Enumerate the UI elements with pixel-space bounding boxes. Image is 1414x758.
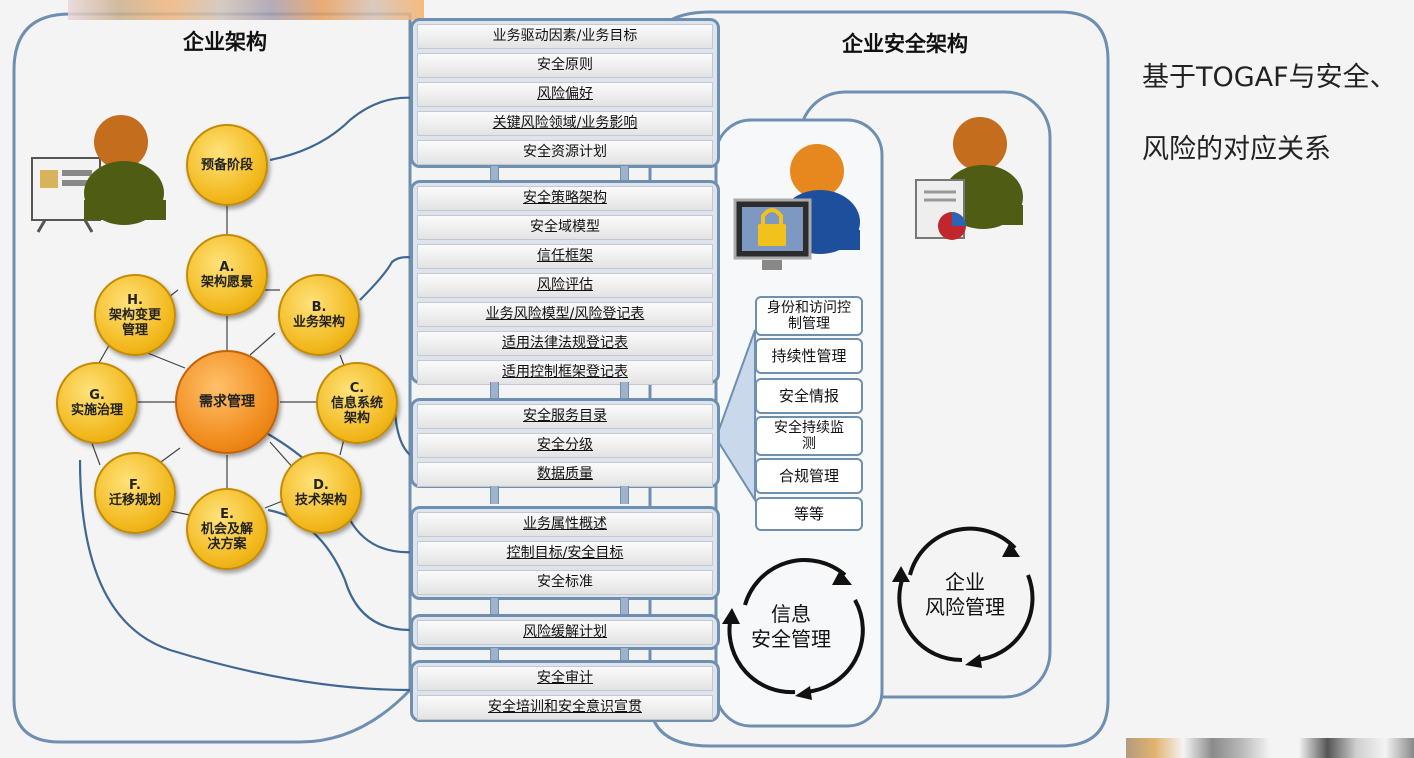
phase-c: C. 信息系统架构 <box>316 362 398 444</box>
group-item: 安全原则 <box>417 53 713 78</box>
infosec-management-label: 信息 安全管理 <box>740 602 842 652</box>
requirements-management-node: 需求管理 <box>175 350 279 454</box>
phase-label: 实施治理 <box>70 403 123 418</box>
group-connector <box>620 598 629 616</box>
group-item: 风险评估 <box>417 273 713 298</box>
phase-e: E. 机会及解决方案 <box>186 488 268 570</box>
capability-label: 安全情报 <box>778 387 839 405</box>
phase-letter: B. <box>311 300 327 315</box>
capability-box: 安全情报 <box>755 378 863 414</box>
capability-label: 安全持续监测 <box>774 420 844 452</box>
capability-box: 等等 <box>755 497 863 531</box>
phase-letter: D. <box>313 478 329 493</box>
redacted-strip-top <box>68 0 424 20</box>
phase-letter: H. <box>127 292 143 308</box>
security-user-lock-icon <box>733 144 860 270</box>
slide-title-line: 基于TOGAF与安全、 <box>1142 62 1397 93</box>
group-connector <box>620 382 629 400</box>
group-item: 风险缓解计划 <box>417 620 713 645</box>
capability-wedge <box>714 329 756 504</box>
phase-d: D. 技术架构 <box>280 452 362 534</box>
phase-a: A. 架构愿景 <box>186 234 268 316</box>
group-item: 业务属性概述 <box>417 512 713 537</box>
enterprise-risk-cycle-arrows-icon <box>897 526 1035 663</box>
enterprise-security-architecture-frame <box>648 10 1110 748</box>
group-item: 数据质量 <box>417 462 713 487</box>
phase-label: 机会及解决方案 <box>200 521 253 552</box>
phase-preliminary: 预备阶段 <box>186 124 268 206</box>
group-connector <box>490 382 499 400</box>
cycle-label-line: 企业 <box>945 570 985 594</box>
capability-label: 合规管理 <box>778 467 839 485</box>
security-group-1: 业务驱动因素/业务目标 安全原则 风险偏好 关键风险领域/业务影响 安全资源计划 <box>410 18 720 168</box>
group-item: 安全培训和安全意识宣贯 <box>417 695 713 720</box>
group-item: 安全服务目录 <box>417 404 713 429</box>
group-item: 关键风险领域/业务影响 <box>417 111 713 136</box>
capability-label: 持续性管理 <box>771 347 847 365</box>
security-group-5: 风险缓解计划 <box>410 614 720 650</box>
group-item: 适用控制框架登记表 <box>417 360 713 385</box>
capability-box: 身份和访问控制管理 <box>755 296 863 336</box>
phase-label: 迁移规划 <box>108 493 161 508</box>
group-connector <box>490 486 499 504</box>
cycle-label-line: 风险管理 <box>925 595 1005 619</box>
group-item: 控制目标/安全目标 <box>417 541 713 566</box>
phase-label: 技术架构 <box>294 493 347 508</box>
security-group-6: 安全审计 安全培训和安全意识宣贯 <box>410 660 720 722</box>
cycle-label-line: 信息 <box>771 602 811 626</box>
phase-letter: C. <box>349 380 365 396</box>
phase-letter: F. <box>129 478 141 493</box>
phase-b: B. 业务架构 <box>278 274 360 356</box>
group-item: 适用法律法规登记表 <box>417 331 713 356</box>
group-item: 安全策略架构 <box>417 186 713 211</box>
group-connector <box>620 648 629 662</box>
group-connector <box>490 598 499 616</box>
enterprise-risk-management-label: 企业 风险管理 <box>912 570 1018 620</box>
group-item: 安全域模型 <box>417 215 713 240</box>
presenter-icon <box>31 115 166 233</box>
capability-box: 持续性管理 <box>755 338 863 374</box>
security-group-3: 安全服务目录 安全分级 数据质量 <box>410 398 720 488</box>
group-item: 安全资源计划 <box>417 140 713 165</box>
phase-letter: E. <box>220 506 234 522</box>
capability-box: 安全持续监测 <box>755 416 863 456</box>
infosec-cycle-arrows-icon <box>727 558 865 695</box>
phase-label: 业务架构 <box>292 315 345 330</box>
phase-label: 信息系统架构 <box>330 395 383 426</box>
group-connector <box>490 648 499 662</box>
enterprise-architecture-header: 企业架构 <box>183 30 267 54</box>
phase-preliminary-label: 预备阶段 <box>200 157 253 173</box>
phase-g: G. 实施治理 <box>56 362 138 444</box>
phase-h: H. 架构变更管理 <box>94 274 176 356</box>
group-item: 风险偏好 <box>417 82 713 107</box>
security-group-4: 业务属性概述 控制目标/安全目标 安全标准 <box>410 506 720 600</box>
capability-box: 合规管理 <box>755 458 863 494</box>
capability-label: 等等 <box>793 505 824 523</box>
cycle-label-line: 安全管理 <box>751 627 831 651</box>
phase-label: 架构变更管理 <box>108 307 161 338</box>
group-item: 业务风险模型/风险登记表 <box>417 302 713 327</box>
group-item: 安全标准 <box>417 570 713 595</box>
group-item: 安全审计 <box>417 666 713 691</box>
group-item: 业务驱动因素/业务目标 <box>417 24 713 49</box>
group-connector <box>490 166 499 184</box>
enterprise-security-architecture-header: 企业安全架构 <box>842 32 968 56</box>
security-group-2: 安全策略架构 安全域模型 信任框架 风险评估 业务风险模型/风险登记表 适用法律… <box>410 180 720 385</box>
redacted-strip-bottom <box>1126 738 1414 758</box>
slide-title-line: 风险的对应关系 <box>1142 134 1331 165</box>
group-connector <box>620 166 629 184</box>
phase-letter: G. <box>89 388 105 403</box>
group-item: 信任框架 <box>417 244 713 269</box>
enterprise-architecture-frame <box>12 12 412 744</box>
slide-title: 基于TOGAF与安全、 风险的对应关系 <box>1142 42 1410 186</box>
phase-letter: A. <box>219 260 235 275</box>
risk-user-chart-icon <box>915 117 1023 240</box>
capability-label: 身份和访问控制管理 <box>767 300 851 332</box>
requirements-management-label: 需求管理 <box>199 393 255 410</box>
phase-label: 架构愿景 <box>200 275 253 290</box>
group-item: 安全分级 <box>417 433 713 458</box>
phase-f: F. 迁移规划 <box>94 452 176 534</box>
group-connector <box>620 486 629 504</box>
